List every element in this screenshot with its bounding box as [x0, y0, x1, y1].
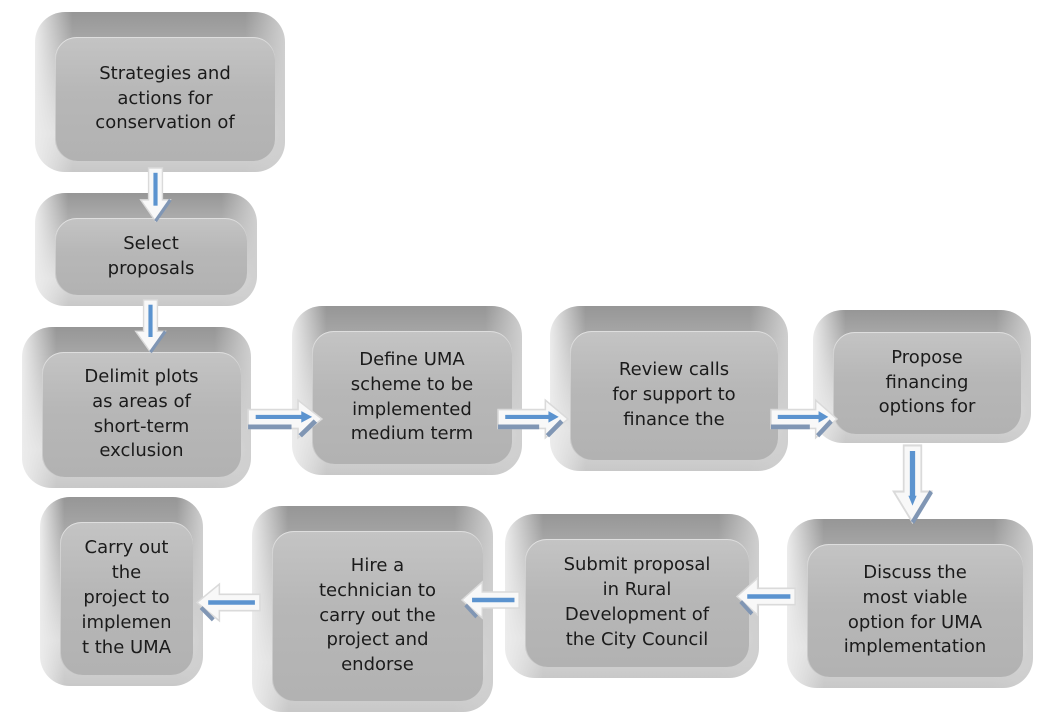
arrow-left-icon	[196, 579, 261, 626]
flow-step-submit-proposal: Submit proposal in Rural Development of …	[505, 514, 759, 678]
flow-step-label: Review calls for support to finance the	[612, 359, 736, 430]
arrow-left-icon	[736, 573, 796, 620]
flow-step-label: Select proposals	[107, 232, 195, 279]
flow-step-face: Delimit plots as areas of short-term exc…	[42, 352, 241, 477]
flow-step-label: Delimit plots as areas of short-term exc…	[84, 365, 199, 462]
arrow-down-icon	[137, 167, 174, 225]
arrow-left-icon	[461, 577, 520, 623]
flow-step-select-proposals: Select proposals	[35, 193, 257, 306]
arrow-down-icon	[889, 444, 936, 528]
flow-step-label: Carry out the project to implemen t the …	[81, 537, 172, 658]
flow-step-face: Select proposals	[55, 218, 247, 295]
arrow-right-icon	[497, 396, 569, 442]
flow-step-face: Propose financing options for	[833, 332, 1021, 434]
arrow-right-icon	[770, 396, 838, 442]
flow-step-label: Propose financing options for	[878, 346, 976, 418]
flow-step-face: Discuss the most viable option for UMA i…	[807, 544, 1023, 677]
flow-step-propose-financing: Propose financing options for	[813, 310, 1031, 443]
flow-step-face: Carry out the project to implemen t the …	[60, 522, 193, 675]
flow-step-label: Submit proposal in Rural Development of …	[563, 554, 711, 650]
flow-step-face: Strategies and actions for conservation …	[55, 37, 275, 161]
flow-step-face: Submit proposal in Rural Development of …	[525, 539, 749, 667]
flow-step-label: Hire a technician to carry out the proje…	[319, 554, 436, 676]
arrow-right-icon	[247, 396, 323, 442]
arrow-down-icon	[132, 299, 169, 356]
flow-step-face: Define UMA scheme to be implemented medi…	[312, 331, 512, 464]
flow-step-strategies: Strategies and actions for conservation …	[35, 12, 285, 172]
flow-step-label: Strategies and actions for conservation …	[95, 62, 235, 134]
flow-step-delimit-plots: Delimit plots as areas of short-term exc…	[22, 327, 251, 488]
flow-step-define-uma-scheme: Define UMA scheme to be implemented medi…	[292, 306, 522, 475]
flow-step-carry-out-project: Carry out the project to implemen t the …	[40, 497, 203, 686]
flow-step-label: Discuss the most viable option for UMA i…	[843, 561, 987, 658]
flow-step-hire-technician: Hire a technician to carry out the proje…	[252, 506, 493, 712]
flow-step-face: Review calls for support to finance the	[570, 331, 778, 460]
flow-step-review-calls: Review calls for support to finance the	[550, 306, 788, 471]
flow-step-label: Define UMA scheme to be implemented medi…	[350, 348, 474, 445]
flow-step-discuss-option: Discuss the most viable option for UMA i…	[787, 519, 1033, 688]
flow-step-face: Hire a technician to carry out the proje…	[272, 531, 483, 701]
